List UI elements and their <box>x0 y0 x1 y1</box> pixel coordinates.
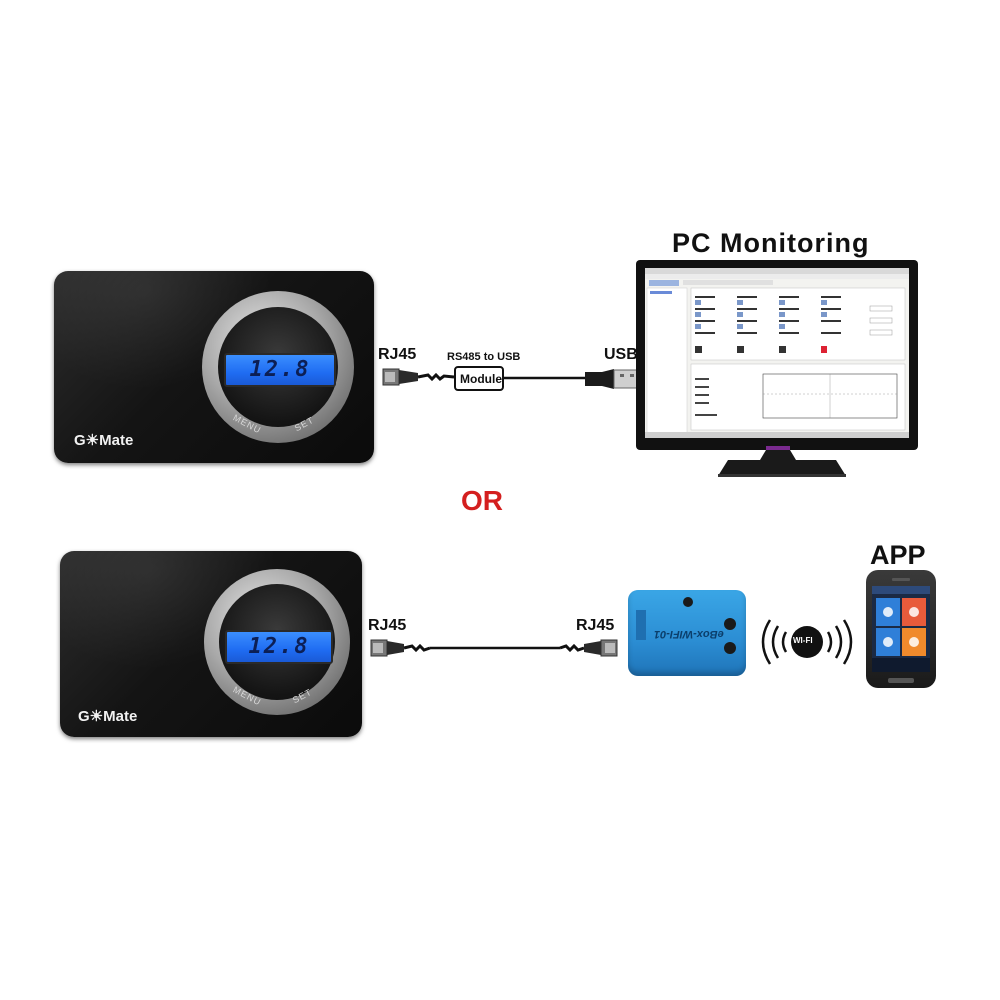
wifi-module-label: eBox-WIFI-01 <box>654 628 724 640</box>
wifi-signal-icon <box>761 619 853 665</box>
monitoring-software-screen <box>645 268 909 438</box>
rj45-label-top: RJ45 <box>378 346 417 363</box>
module-label: Module <box>460 372 502 386</box>
software-ui-mock <box>645 268 909 438</box>
wifi-badge-label: WI-FI <box>793 636 813 645</box>
rj45-plug-bottom-left <box>370 639 431 657</box>
rj45-label-bottom-left: RJ45 <box>368 617 407 634</box>
or-label: OR <box>461 485 503 516</box>
rj45-plug-bottom-right <box>559 639 618 657</box>
brand-logo: G☀Mate <box>74 432 134 449</box>
smartphone <box>866 570 936 688</box>
solar-controller-bottom: 12.8 MENU SET G☀Mate <box>60 551 362 737</box>
rj45-plug-top <box>382 368 455 386</box>
lcd-display: 12.8 <box>225 630 333 664</box>
display-ring: 12.8 MENU SET <box>204 569 350 715</box>
brand-logo: G☀Mate <box>78 708 138 725</box>
rj45-label-bottom-right: RJ45 <box>576 617 615 634</box>
display-ring: 12.8 MENU SET <box>202 291 354 443</box>
pc-monitoring-title: PC Monitoring <box>672 228 870 258</box>
rs485-caption: RS485 to USB <box>447 351 521 363</box>
solar-controller-top: 12.8 MENU SET G☀Mate <box>54 271 374 463</box>
lcd-display: 12.8 <box>224 353 336 387</box>
app-title: APP <box>870 540 926 570</box>
wifi-module: eBox-WIFI-01 <box>628 590 746 676</box>
pc-monitor <box>636 260 918 450</box>
usb-plug <box>585 369 641 389</box>
usb-label: USB <box>604 346 638 363</box>
